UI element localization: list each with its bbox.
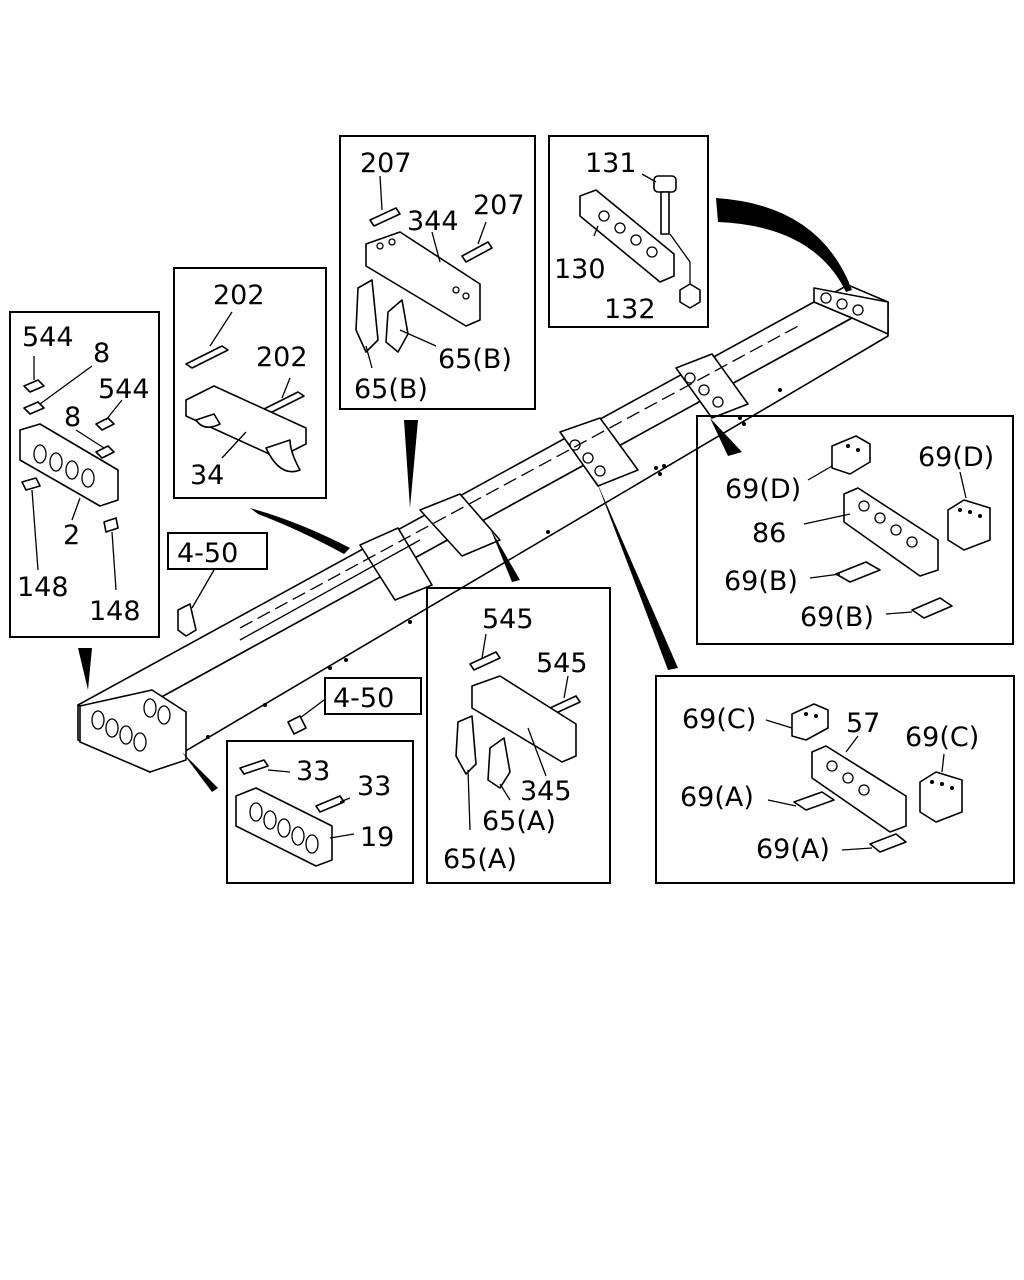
chassis-frame xyxy=(77,284,889,773)
label-65a-a: 65(A) xyxy=(482,806,556,837)
detail-box-bolt-assembly xyxy=(548,135,709,328)
detail-box-crossmember-57 xyxy=(655,675,1015,884)
label-2: 2 xyxy=(63,520,80,551)
label-148-b: 148 xyxy=(89,596,141,627)
label-86: 86 xyxy=(752,518,786,549)
label-69c-a: 69(C) xyxy=(682,704,756,735)
label-69b-a: 69(B) xyxy=(724,566,798,597)
label-130: 130 xyxy=(554,254,606,285)
label-8-a: 8 xyxy=(93,338,110,369)
label-345: 345 xyxy=(520,776,572,807)
label-65a-b: 65(A) xyxy=(443,844,517,875)
label-148-a: 148 xyxy=(17,572,69,603)
label-207-b: 207 xyxy=(473,190,525,221)
label-545-b: 545 xyxy=(536,648,588,679)
label-ref-4-50-b: 4-50 xyxy=(333,683,394,714)
label-33-a: 33 xyxy=(296,756,330,787)
label-545-a: 545 xyxy=(482,604,534,635)
label-69b-b: 69(B) xyxy=(800,602,874,633)
label-69d-b: 69(D) xyxy=(918,442,994,473)
detail-box-crossmember-344 xyxy=(339,135,536,410)
label-544-b: 544 xyxy=(98,374,150,405)
label-69d-a: 69(D) xyxy=(725,474,801,505)
label-131: 131 xyxy=(585,148,637,179)
detail-box-front-crossmember xyxy=(9,311,160,638)
label-207-a: 207 xyxy=(360,148,412,179)
label-65b-b: 65(B) xyxy=(354,374,428,405)
detail-box-crossmember-86 xyxy=(696,415,1014,645)
label-57: 57 xyxy=(846,708,880,739)
detail-box-crossmember-34 xyxy=(173,267,327,499)
label-19: 19 xyxy=(360,822,394,853)
label-202-b: 202 xyxy=(256,342,308,373)
reference-brackets xyxy=(167,532,422,735)
detail-box-crossmember-19 xyxy=(226,740,414,884)
label-344: 344 xyxy=(407,206,459,237)
label-ref-4-50-a: 4-50 xyxy=(177,538,238,569)
label-65b-a: 65(B) xyxy=(438,344,512,375)
part-labels: 544 8 544 8 2 148 148 202 202 34 207 207… xyxy=(17,148,994,875)
label-69a-b: 69(A) xyxy=(756,834,830,865)
label-69c-b: 69(C) xyxy=(905,722,979,753)
label-69a-a: 69(A) xyxy=(680,782,754,813)
detail-box-crossmember-345 xyxy=(426,587,611,884)
label-8-b: 8 xyxy=(64,402,81,433)
label-33-b: 33 xyxy=(357,771,391,802)
label-544-a: 544 xyxy=(22,322,74,353)
label-202-a: 202 xyxy=(213,280,265,311)
pointer-wedges xyxy=(78,198,852,792)
label-132: 132 xyxy=(604,294,656,325)
label-34: 34 xyxy=(190,460,224,491)
